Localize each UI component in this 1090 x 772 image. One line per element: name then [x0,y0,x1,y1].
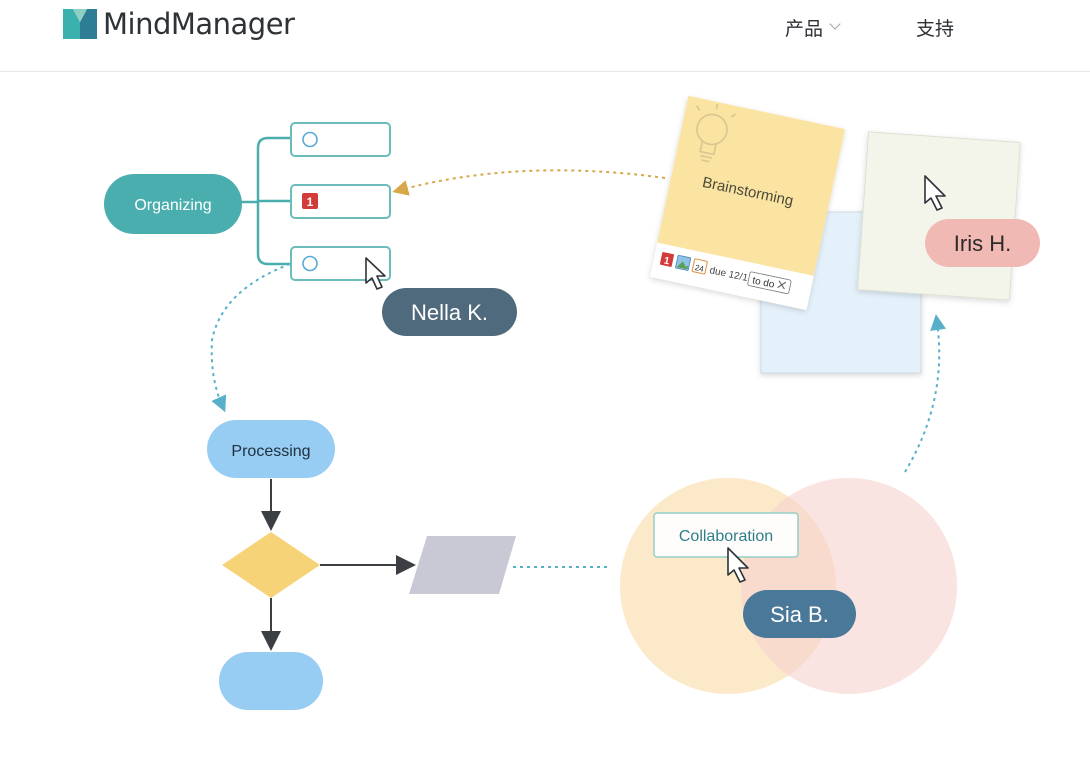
lightbulb-icon [695,103,737,163]
todo-tag-label: to do [751,275,775,290]
cursor-iris: Iris H. [924,175,1040,267]
cursor-label-sia: Sia B. [770,602,829,627]
nav-support[interactable]: 支持 [916,14,954,40]
topic-box-2[interactable]: 1 [290,184,391,219]
flowchart-group: Processing [207,420,516,710]
organizing-node[interactable]: Organizing [104,174,242,234]
terminal-node[interactable] [219,652,323,710]
chevron-down-icon [829,18,841,30]
cursor-arrow-icon [365,257,386,290]
mindmanager-logo-icon [63,9,97,39]
cursor-nella: Nella K. [365,257,517,336]
note-priority-icon [659,252,675,267]
sticky-notes-group: Brainstorming 1 24 due 12/1 to do Iris H… [649,95,1040,374]
cursor-sia: Sia B. [727,547,856,638]
close-icon[interactable] [777,280,787,290]
calendar-date: 24 [694,263,705,274]
image-mountain [676,261,689,270]
mindmanager-logo[interactable]: MindManager™ [63,0,304,42]
mindmap-connectors [241,136,291,266]
cursor-arrow-icon [727,547,749,583]
illustration-svg: Organizing 1 Nella K. Processing [104,95,1040,710]
site-header: MindManager™ 产品 支持 [0,0,1090,72]
processing-label: Processing [231,443,310,460]
task-circle-icon [302,255,318,272]
todo-tag[interactable] [747,271,792,295]
nav-support-label: 支持 [916,18,955,40]
nav-products[interactable]: 产品 [785,14,841,40]
data-parallelogram[interactable] [409,536,516,594]
collaboration-box[interactable]: Collaboration [653,512,799,558]
topic-box-1[interactable] [290,122,391,157]
logo-text: MindManager™ [103,0,304,41]
priority-badge-icon [302,193,318,209]
mindmap-group: Organizing 1 [104,122,391,281]
task-circle-icon [302,131,318,148]
note-priority-label: 1 [663,255,671,267]
dotted-arrow-to-organizing [392,169,666,196]
dotted-arrow-to-notes [904,314,947,473]
cursor-label-iris: Iris H. [954,231,1011,256]
decision-diamond[interactable] [222,532,320,598]
priority-badge-label: 1 [307,195,314,209]
organizing-label: Organizing [134,197,211,214]
dotted-arrow-to-processing [210,263,291,413]
collaboration-group: Collaboration Sia B. [620,478,957,694]
calendar-icon [691,258,708,275]
nav-products-label: 产品 [785,18,824,40]
cursor-arrow-icon [924,175,946,211]
sticky-note-yellow[interactable]: Brainstorming 1 24 due 12/1 to do [649,95,845,311]
venn-circle-right [741,478,957,694]
processing-node[interactable]: Processing [207,420,335,478]
cursor-label-nella: Nella K. [411,300,488,325]
collaboration-label: Collaboration [679,528,773,545]
sticky-note-green[interactable] [857,131,1021,301]
hero-illustration: Organizing 1 Nella K. Processing [0,72,1090,767]
